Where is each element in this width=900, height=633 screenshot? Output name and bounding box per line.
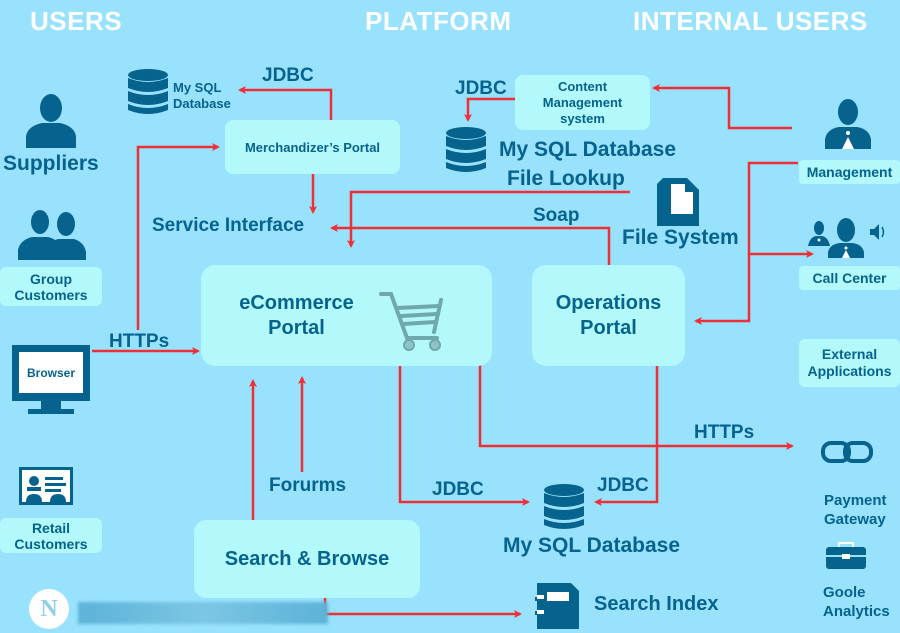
arrow-merch-to-mysql <box>238 86 333 120</box>
arrow-management-to-cms <box>652 84 792 130</box>
call-center-box[interactable]: Call Center <box>799 266 900 290</box>
group-customers-label: Group Customers <box>14 270 88 303</box>
browser-label: Browser <box>19 352 83 393</box>
suppliers-label: Suppliers <box>3 152 99 175</box>
shopping-cart-icon <box>379 292 443 351</box>
jdbc-bottom-left-label: JDBC <box>432 479 484 500</box>
https-right-label: HTTPs <box>694 422 755 443</box>
cms-label: Content Management system <box>542 78 623 126</box>
jdbc-cms-label: JDBC <box>455 78 507 99</box>
search-browse-box[interactable]: Search & Browse <box>194 520 420 598</box>
retail-customers-label: Retail Customers <box>14 519 88 552</box>
management-label: Management <box>806 164 893 180</box>
jdbc-top-label: JDBC <box>262 65 314 86</box>
payment-gateway-label: Payment Gateway <box>824 492 887 528</box>
monitor-base <box>28 409 74 414</box>
external-applications-box[interactable]: External Applications <box>799 339 900 387</box>
briefcase-icon <box>826 542 866 569</box>
google-analytics-label: Goole Analytics <box>823 584 890 620</box>
arrow-search-to-index <box>323 597 522 618</box>
header-internal-users: INTERNAL USERS <box>633 6 868 36</box>
arrow-filelookup-to-ecommerce <box>347 190 630 248</box>
id-card-icon <box>19 467 73 505</box>
external-applications-label: External Applications <box>807 346 892 379</box>
header-users: USERS <box>30 6 123 36</box>
mysql-small-label: My SQL Database <box>173 80 231 111</box>
arrow-management-to-callcenter <box>747 161 814 258</box>
ecommerce-portal-box[interactable]: eCommerce Portal <box>201 265 492 366</box>
group-people-icon <box>18 210 86 260</box>
call-center-icon <box>808 218 885 258</box>
forums-label: Forurms <box>269 475 347 496</box>
blurred-watermark <box>78 602 328 624</box>
retail-customers-box[interactable]: Retail Customers <box>0 518 102 553</box>
supplier-person-icon <box>26 94 76 148</box>
search-index-icon <box>535 583 579 629</box>
arrow-operations-to-mysql <box>594 366 659 506</box>
management-box[interactable]: Management <box>799 160 900 184</box>
operations-portal-box[interactable]: Operations Portal <box>532 265 685 366</box>
mysql-bottom-label: My SQL Database <box>503 534 681 557</box>
arrow-ecommerce-to-payment <box>478 365 794 450</box>
database-icon <box>544 484 584 529</box>
service-interface-label: Service Interface <box>152 215 305 236</box>
search-browse-label: Search & Browse <box>224 547 390 570</box>
file-system-icon <box>657 178 699 226</box>
mysql-file-lookup-label-2: File Lookup <box>507 167 625 190</box>
arrow-cms-to-mysql <box>464 97 515 122</box>
database-icon <box>446 127 486 172</box>
search-index-label: Search Index <box>594 593 719 615</box>
jdbc-bottom-right-label: JDBC <box>597 475 649 496</box>
arrow-browser-to-merch <box>136 143 220 330</box>
ecommerce-portal-label: eCommerce Portal <box>239 292 354 339</box>
mysql-file-lookup-label-1: My SQL Database <box>499 138 677 161</box>
arrow-ecommerce-to-mysql <box>398 365 530 506</box>
cms-box[interactable]: Content Management system <box>515 75 650 130</box>
merchandizer-portal-label: Merchandizer’s Portal <box>244 139 381 155</box>
merchandizer-portal-box[interactable]: Merchandizer’s Portal <box>225 120 400 174</box>
monitor-stand <box>41 401 61 409</box>
https-left-label: HTTPs <box>109 331 170 352</box>
operations-portal-label: Operations Portal <box>555 291 662 339</box>
arrow-management-to-operations <box>694 254 751 325</box>
call-center-label: Call Center <box>812 270 887 286</box>
soap-label: Soap <box>533 205 580 226</box>
arrow-operations-to-service <box>330 224 611 265</box>
chain-link-icon <box>821 441 873 463</box>
header-platform: PLATFORM <box>365 6 512 36</box>
management-person-icon <box>825 99 871 149</box>
file-system-label: File System <box>622 226 739 249</box>
database-icon <box>128 69 168 114</box>
logo-icon: N <box>29 589 69 629</box>
group-customers-box[interactable]: Group Customers <box>0 267 102 306</box>
browser-monitor-icon[interactable]: Browser <box>12 345 90 401</box>
